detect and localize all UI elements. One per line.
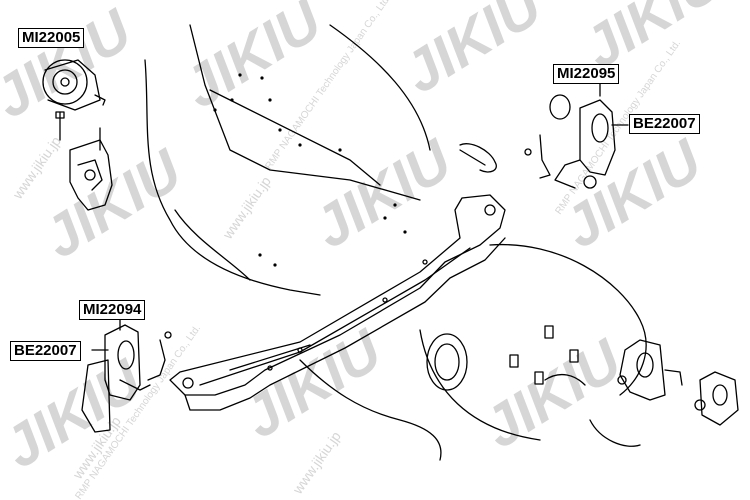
crossmember-hole — [267, 365, 273, 371]
watermark-logo: JIKIU — [0, 0, 144, 131]
crossmember-hole — [182, 377, 194, 389]
engine-outline — [329, 24, 431, 151]
callout-be22007-right: BE22007 — [629, 114, 700, 134]
crossmember-hole — [422, 259, 428, 265]
transmission-outline — [419, 329, 541, 441]
stud — [544, 325, 554, 339]
crossmember — [169, 194, 506, 396]
transmission-outline — [544, 373, 586, 386]
mount-mi22005-drawing — [42, 59, 113, 211]
crossmember-edge — [199, 247, 471, 386]
callout-mi22095: MI22095 — [553, 64, 620, 84]
line-art — [42, 24, 739, 461]
stud — [569, 349, 579, 363]
drive-flange — [434, 343, 460, 381]
crossmember-edge — [229, 344, 311, 371]
watermark-logo: JIKIU — [232, 316, 394, 451]
drive-flange — [426, 333, 468, 391]
engine-outline — [189, 24, 421, 201]
hose — [459, 149, 486, 166]
crossmember-hole — [297, 347, 303, 353]
stud — [534, 371, 544, 385]
transmission-outline — [589, 419, 641, 447]
mount-mi22094-drawing — [81, 324, 172, 433]
watermark-logo: JIKIU — [302, 126, 464, 261]
watermark-logo: JIKIU — [392, 0, 554, 106]
mount-bottom-right-drawing — [617, 339, 739, 426]
engine-outline — [209, 89, 381, 186]
callout-mi22005: MI22005 — [18, 28, 85, 48]
hose — [459, 143, 497, 173]
watermark-url: www.jikiu.jp — [9, 133, 64, 202]
body-line — [299, 359, 442, 461]
callout-be22007-left: BE22007 — [10, 341, 81, 361]
watermark-url: www.jikiu.jp — [289, 428, 344, 497]
crossmember-hole — [382, 297, 388, 303]
crossmember-hole — [484, 204, 496, 216]
engine-outline — [144, 59, 321, 296]
stud — [509, 354, 519, 368]
watermark-logo: JIKIU — [32, 136, 194, 271]
watermark-url: www.jikiu.jp — [219, 173, 274, 242]
mount-mi22095-drawing — [524, 94, 616, 189]
bolt-dots — [213, 73, 407, 267]
callout-mi22094: MI22094 — [79, 300, 146, 320]
engine-outline — [174, 209, 251, 281]
